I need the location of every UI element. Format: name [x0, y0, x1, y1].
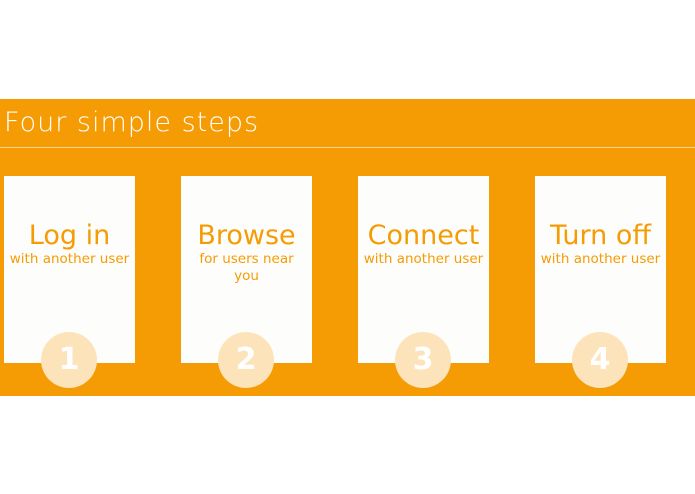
section-divider [0, 147, 695, 148]
step-description: for users near you [199, 251, 294, 284]
step-description: with another user [363, 251, 484, 267]
step-number-badge: 4 [572, 332, 628, 388]
step-title: Connect [367, 220, 480, 251]
step-title: Turn off [550, 220, 651, 251]
step-title: Log in [28, 220, 111, 251]
step-title: Browse [197, 220, 296, 251]
steps-section: Four simple steps Log in with another us… [0, 99, 695, 396]
step-number-badge: 2 [218, 332, 274, 388]
step-card-browse: Browse for users near you [181, 176, 312, 363]
step-card-log-in: Log in with another user [4, 176, 135, 363]
step-card-turn-off: Turn off with another user [535, 176, 666, 363]
step-card-connect: Connect with another user [358, 176, 489, 363]
step-description: with another user [540, 251, 661, 267]
section-title: Four simple steps [4, 107, 260, 138]
step-number-badge: 3 [395, 332, 451, 388]
step-number-badge: 1 [41, 332, 97, 388]
step-description: with another user [9, 251, 130, 267]
